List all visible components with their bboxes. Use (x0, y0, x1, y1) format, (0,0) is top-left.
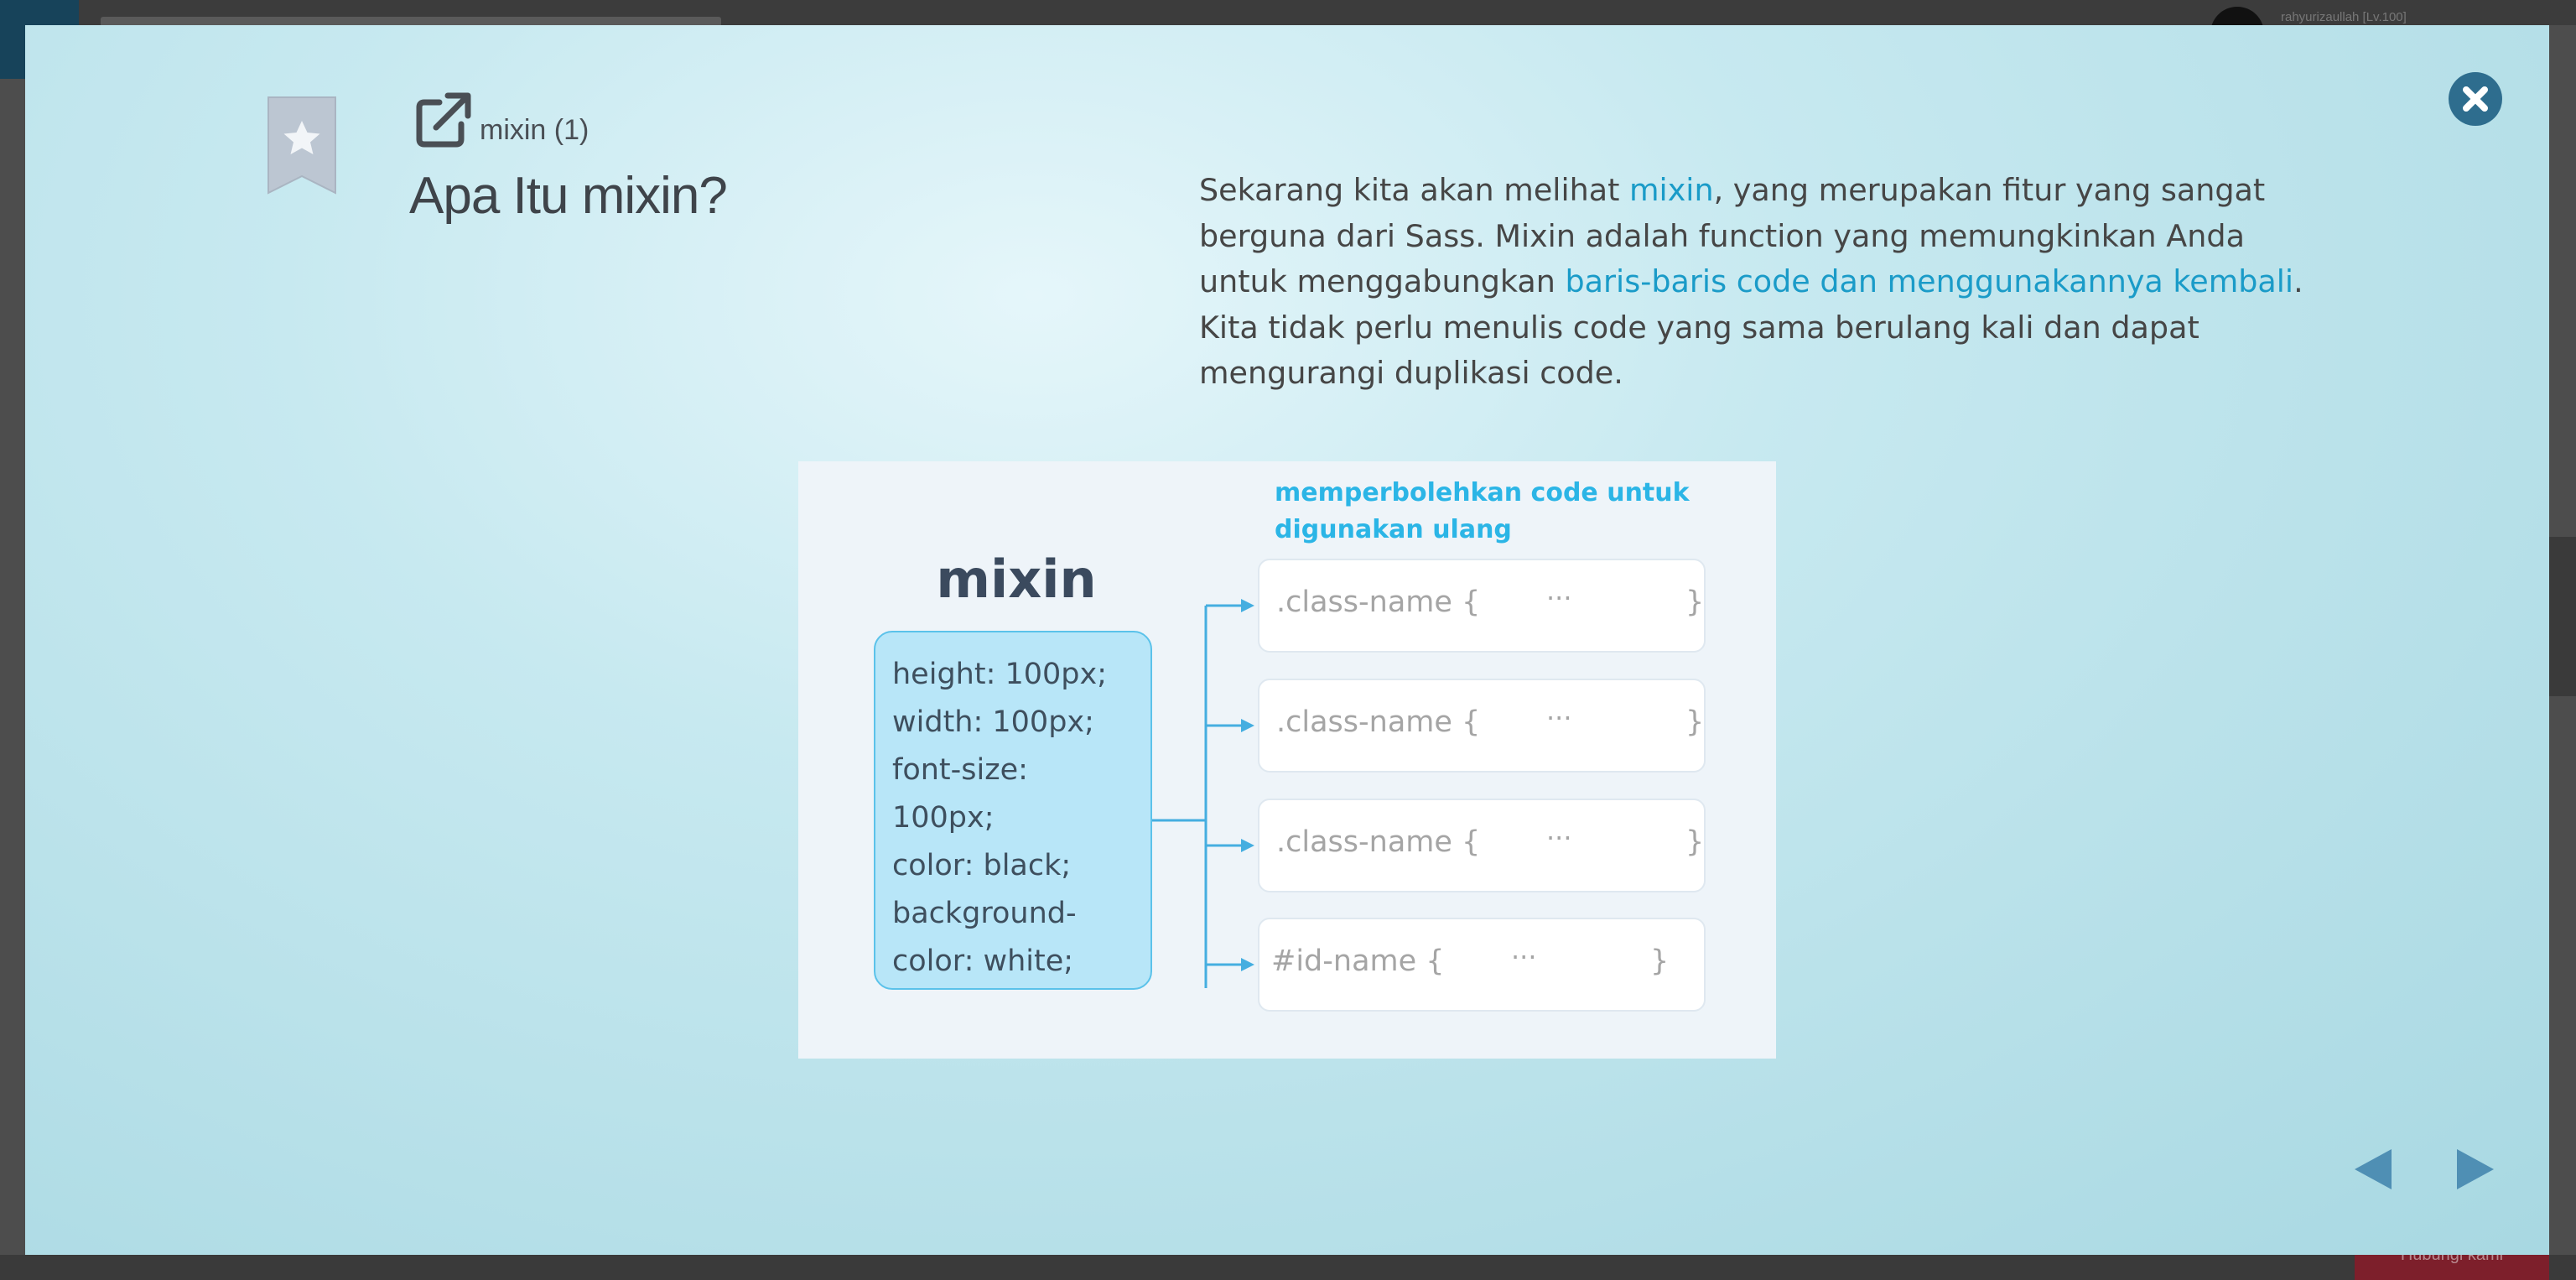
target-selector-box: .class-name { ··· } (1258, 679, 1706, 773)
background-scrollbar (2549, 537, 2576, 696)
selector-text: .class-name { (1276, 825, 1481, 859)
mixin-property: color: black; (892, 849, 1072, 882)
close-icon (2463, 86, 2488, 112)
next-button[interactable] (2450, 1144, 2501, 1194)
target-selector-box: .class-name { ··· } (1258, 799, 1706, 892)
prev-button[interactable] (2348, 1144, 2398, 1194)
mixin-diagram: memperbolehkan code untuk digunakan ulan… (798, 461, 1776, 1059)
mixin-property: height: 100px; (892, 658, 1108, 691)
ellipsis: ··· (1546, 702, 1572, 734)
closing-brace: } (1650, 944, 1670, 978)
bookmark-star-icon[interactable] (267, 96, 337, 195)
mixin-property: background- (892, 897, 1077, 930)
selector-text: #id-name { (1271, 944, 1445, 978)
arrow-head (1241, 958, 1254, 971)
diagram-note: memperbolehkan code untuk digunakan ulan… (1275, 478, 1690, 544)
lesson-title: Apa Itu mixin? (409, 167, 728, 225)
closing-brace: } (1685, 705, 1705, 739)
lesson-paragraph: Sekarang kita akan melihat mixin, yang m… (1199, 172, 2303, 391)
mixin-properties-box: height: 100px; width: 100px; font-size: … (874, 631, 1152, 990)
target-selector-box: .class-name { ··· } (1258, 559, 1706, 653)
closing-brace: } (1685, 585, 1705, 619)
arrow-head (1241, 839, 1254, 852)
mixin-property: color: white; (892, 944, 1074, 978)
highlight-mixin: mixin (1629, 172, 1714, 208)
diagram-title: mixin (936, 549, 1097, 610)
external-link-icon[interactable] (414, 91, 473, 149)
selector-text: .class-name { (1276, 705, 1481, 739)
arrow-head (1241, 719, 1254, 732)
next-arrow-icon (2457, 1149, 2494, 1189)
mixin-property: 100px; (892, 801, 995, 835)
ellipsis: ··· (1546, 582, 1572, 614)
background-search-bar (101, 17, 721, 27)
prev-arrow-icon (2355, 1149, 2392, 1189)
background-bottom-bar (0, 1255, 2576, 1280)
close-button[interactable] (2449, 72, 2502, 126)
target-id-box: #id-name { ··· } (1258, 918, 1706, 1012)
highlight-reuse: baris-baris code dan menggunakannya kemb… (1565, 263, 2294, 299)
ellipsis: ··· (1546, 822, 1572, 854)
connector-lines (1152, 599, 1254, 988)
closing-brace: } (1685, 825, 1705, 859)
lesson-modal: mixin (1) Apa Itu mixin? Sekarang kita a… (25, 25, 2549, 1255)
mixin-property: width: 100px; (892, 705, 1094, 739)
arrow-head (1241, 599, 1254, 612)
mixin-property: font-size: (892, 753, 1028, 787)
module-label: mixin (1) (480, 114, 589, 146)
selector-text: .class-name { (1276, 585, 1481, 619)
user-name: rahyurizaullah [Lv.100] (2281, 10, 2407, 24)
ellipsis: ··· (1511, 941, 1537, 973)
